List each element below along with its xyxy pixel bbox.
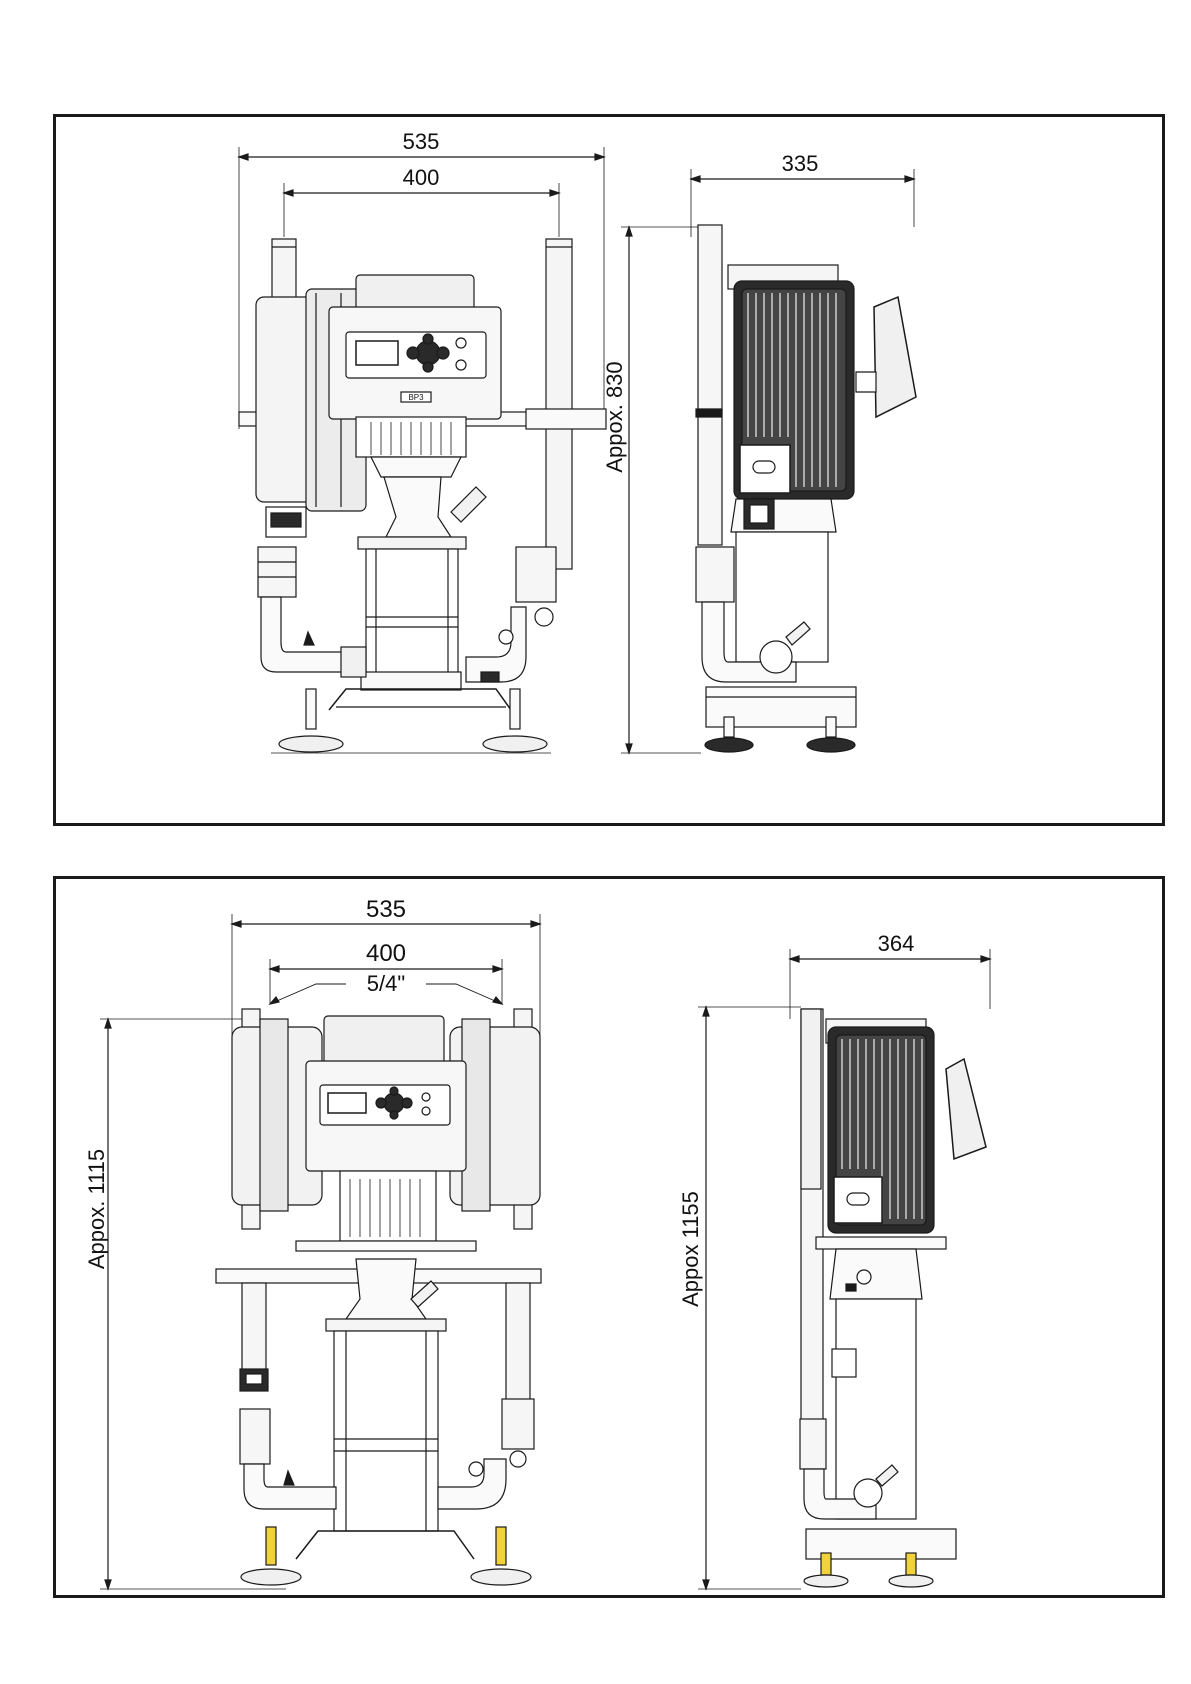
dimension-width-inner: 400: [366, 940, 406, 967]
dimension-height: Appox. 830: [602, 361, 627, 472]
drive-label: BP3: [408, 393, 424, 402]
dimension-depth: 364: [878, 931, 915, 956]
dimension-height: Appox. 1115: [84, 1149, 109, 1269]
diagram-panel-single-pump: 535 400 BP3: [53, 114, 1165, 826]
dimension-width-overall: 535: [366, 896, 406, 923]
front-view-twin-pump: 535 400 5/4" Appox. 1115: [84, 896, 541, 1589]
technical-drawing-single-pump: 535 400 BP3: [56, 117, 1162, 823]
dimension-width-inner: 400: [403, 165, 440, 190]
diagram-panel-twin-pump: 535 400 5/4" Appox. 1115: [53, 876, 1165, 1598]
technical-drawing-twin-pump: 535 400 5/4" Appox. 1115: [56, 879, 1162, 1595]
side-view-single-pump: 335 Appox. 830: [602, 151, 916, 753]
side-view-twin-pump: 364 Appox 1155: [678, 931, 990, 1589]
front-view-single-pump: 535 400 BP3: [239, 129, 606, 753]
dimension-depth: 335: [782, 151, 819, 176]
dimension-width-overall: 535: [403, 129, 440, 154]
dimension-height: Appox 1155: [678, 1191, 703, 1307]
pipe-size-label: 5/4": [367, 971, 405, 996]
